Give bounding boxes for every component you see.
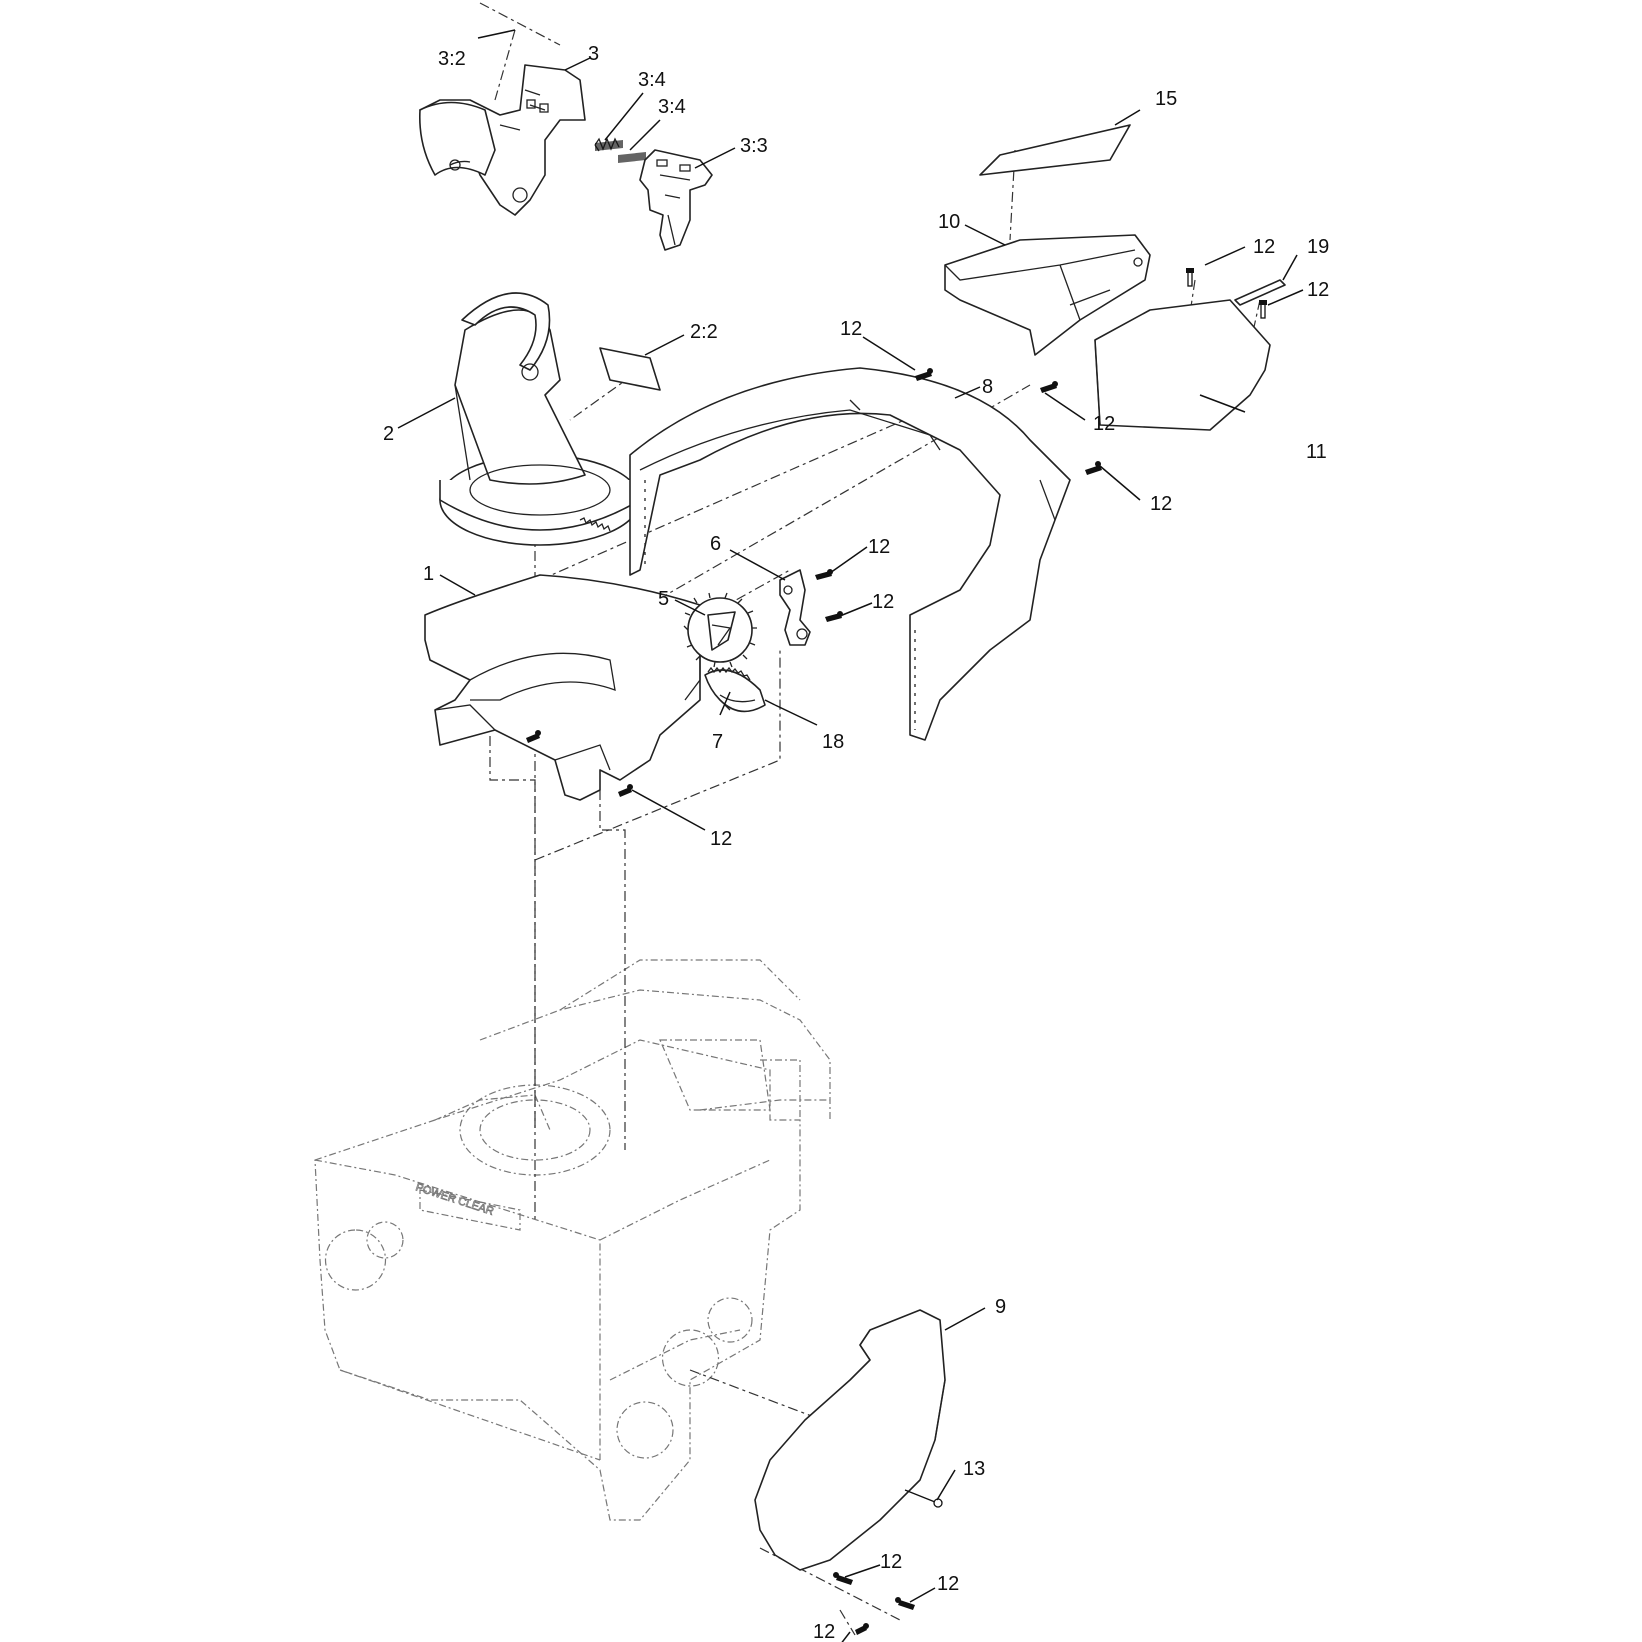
callout-11: 11 <box>1306 441 1327 463</box>
screw-12-b <box>1040 381 1058 393</box>
callout-19: 19 <box>1307 236 1329 258</box>
housing-logo: POWER CLEAR <box>414 1181 495 1218</box>
screw-12-right <box>1259 300 1267 319</box>
screw-12-housing <box>526 730 541 743</box>
bolt-13 <box>904 1489 943 1508</box>
latch-part-3-3 <box>639 149 713 251</box>
callout-3-3: 3:3 <box>740 135 768 157</box>
callout-3-4-b: 3:4 <box>658 96 686 118</box>
chute-part-2 <box>439 292 641 546</box>
screw-12-h <box>895 1597 915 1610</box>
screw-12-a <box>915 368 933 381</box>
chute-deflector-part-3 <box>418 64 586 216</box>
callout-12-right: 12 <box>1307 279 1329 301</box>
screw-12-i <box>855 1623 869 1635</box>
callout-10: 10 <box>938 211 960 233</box>
callout-2-2: 2:2 <box>690 321 718 343</box>
spring-3-4-a <box>594 137 623 152</box>
plate-part-11 <box>1094 299 1271 431</box>
screw-12-d <box>815 569 833 580</box>
callout-2: 2 <box>383 423 394 445</box>
screw-12-c <box>1085 461 1102 475</box>
callout-12-h: 12 <box>937 1573 959 1595</box>
base-part-1 <box>424 574 701 801</box>
screw-12-top <box>1186 268 1194 287</box>
springs-part-3-4 <box>594 137 646 163</box>
fasteners <box>526 268 1267 1635</box>
callout-5: 5 <box>658 588 669 610</box>
auger-housing-ghost: POWER CLEAR <box>314 959 831 1521</box>
side-cover-part-9 <box>754 1309 946 1571</box>
callout-12-c: 12 <box>1150 493 1172 515</box>
pin-18 <box>764 699 776 706</box>
callout-6: 6 <box>710 533 721 555</box>
callout-15: 15 <box>1155 88 1177 110</box>
decal-part-15 <box>979 124 1131 176</box>
callout-3-4-a: 3:4 <box>638 69 666 91</box>
screw-12-f <box>618 784 633 797</box>
cover-part-10 <box>944 234 1151 356</box>
callout-12-i: 12 <box>813 1621 835 1642</box>
callout-3-2: 3:2 <box>438 48 466 70</box>
callout-12-a: 12 <box>840 318 862 340</box>
arch-cover-part-8 <box>629 367 1071 741</box>
gear-part-7 <box>704 666 766 713</box>
callout-12-e: 12 <box>872 591 894 613</box>
callout-13: 13 <box>963 1458 985 1480</box>
bar-part-19 <box>1234 279 1286 306</box>
leader-lines <box>397 29 1304 1642</box>
callout-3: 3 <box>588 43 599 65</box>
callout-9: 9 <box>995 1296 1006 1318</box>
callout-12-g: 12 <box>880 1551 902 1573</box>
callout-7: 7 <box>712 731 723 753</box>
callout-18: 18 <box>822 731 844 753</box>
callout-12-b: 12 <box>1093 413 1115 435</box>
callout-labels: 3:2 3 3:4 3:4 3:3 15 10 12 19 12 2:2 12 … <box>383 43 1329 1642</box>
callout-1: 1 <box>423 563 434 585</box>
decal-part-2-2 <box>599 347 661 391</box>
screw-12-g <box>833 1572 853 1585</box>
callout-8: 8 <box>982 376 993 398</box>
spring-3-4-b <box>618 152 646 163</box>
callout-12-d: 12 <box>868 536 890 558</box>
callout-12-top: 12 <box>1253 236 1275 258</box>
callout-12-f: 12 <box>710 828 732 850</box>
bracket-part-6 <box>779 569 811 646</box>
